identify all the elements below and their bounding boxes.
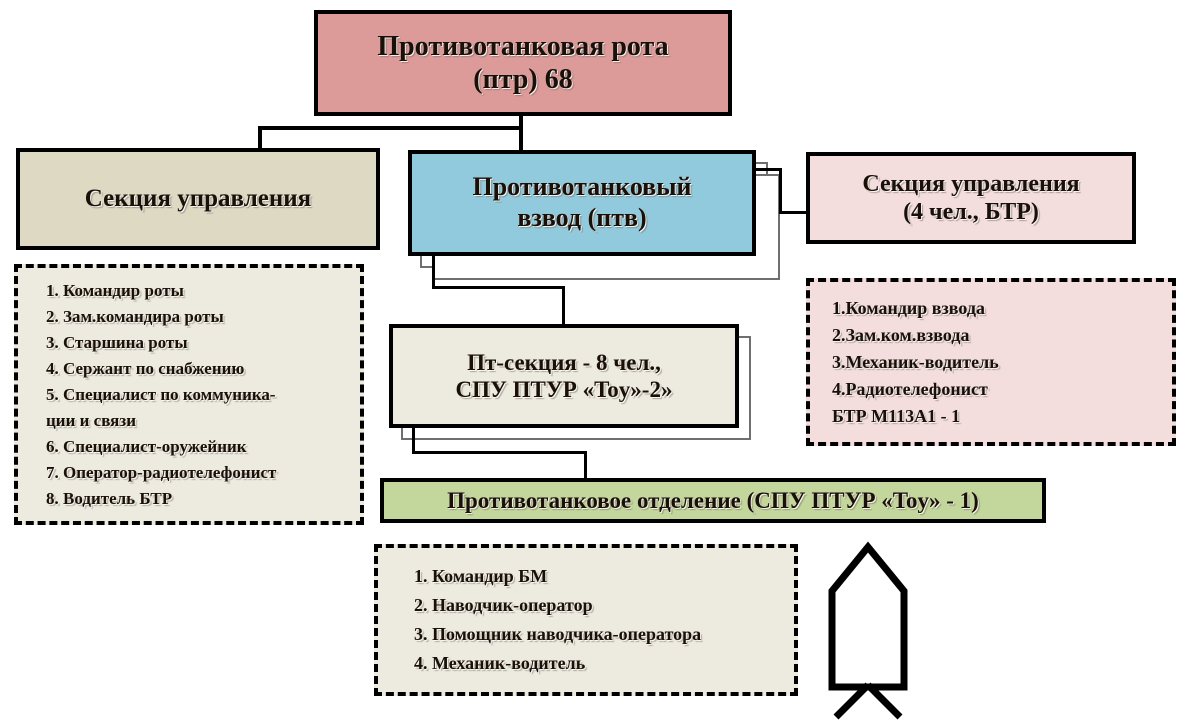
company-title-line2: (птр) 68: [473, 64, 573, 95]
connector-to-platoon: [519, 126, 523, 152]
connector-platoon-right-h2: [779, 211, 808, 214]
list-item: 1.Командир взвода: [832, 297, 985, 318]
list-item: 1. Командир роты: [46, 280, 184, 300]
connector-company-down: [519, 116, 523, 130]
connector-platoon-right-v: [779, 168, 782, 214]
atgm-launcher-symbol: [818, 535, 918, 720]
list-item: 7. Оператор-радиотелефонист: [46, 462, 277, 482]
control-section-right-line2: (4 чел., БТР): [903, 199, 1039, 225]
list-item: 1. Командир БМ: [414, 566, 548, 586]
at-section-line1: Пт-секция - 8 чел.,: [467, 349, 661, 375]
node-antitank-company[interactable]: Противотанковая рота (птр) 68: [314, 10, 732, 116]
list-item: 2.Зам.ком.взвода: [832, 324, 970, 345]
node-antitank-platoon[interactable]: Противотанковый взвод (птв): [408, 150, 756, 256]
node-control-section-right[interactable]: Секция управления (4 чел., БТР): [806, 152, 1136, 244]
node-antitank-section[interactable]: Пт-секция - 8 чел., СПУ ПТУР «Toy»-2»: [389, 324, 739, 428]
company-title-line1: Противотанковая рота: [377, 30, 669, 62]
list-item: ции и связи: [46, 410, 137, 430]
connector-section-down-h: [412, 451, 587, 454]
control-section-right-line1: Секция управления: [862, 170, 1080, 197]
connector-platoon-down-v1: [432, 256, 435, 288]
connector-platoon-down-h: [432, 286, 565, 289]
platoon-title-line1: Противотанковый: [472, 172, 692, 202]
list-item: 2. Наводчик-оператор: [414, 595, 593, 615]
list-item: 6. Специалист-оружейник: [46, 436, 247, 456]
node-control-section-left[interactable]: Секция управления: [16, 148, 380, 250]
connector-platoon-right-h1: [756, 168, 782, 171]
connector-at-section-down: [562, 286, 565, 326]
control-section-left-label: Секция управления: [84, 185, 312, 213]
connector-to-left-section: [258, 126, 262, 150]
list-squad-roster: 1. Командир БМ 2. Наводчик-оператор 3. П…: [374, 544, 798, 696]
list-platoon-roster: 1.Командир взвода 2.Зам.ком.взвода 3.Мех…: [806, 278, 1176, 446]
connector-squad-down: [584, 451, 587, 480]
list-item: 3.Механик-водитель: [832, 351, 999, 372]
platoon-title-line2: взвод (птв): [517, 203, 647, 232]
missile-body-shape: [828, 541, 908, 691]
connector-section-down-v1: [412, 428, 415, 454]
at-squad-label: Противотанковое отделение (СПУ ПТУР «Toy…: [447, 487, 979, 513]
node-antitank-squad[interactable]: Противотанковое отделение (СПУ ПТУР «Toy…: [380, 478, 1046, 523]
list-item: 4. Механик-водитель: [414, 653, 586, 673]
tripod-leg-left: [833, 682, 871, 720]
list-item: БТР М113А1 - 1: [832, 405, 961, 426]
list-item: 5. Специалист по коммуника-: [46, 384, 276, 404]
list-item: 2. Зам.командира роты: [46, 306, 224, 326]
tripod-leg-right: [865, 682, 903, 720]
at-section-line2: СПУ ПТУР «Toy»-2»: [455, 377, 673, 402]
connector-company-bus: [258, 126, 523, 130]
list-item: 3. Старшина роты: [46, 332, 188, 352]
list-item: 8. Водитель БТР: [46, 488, 173, 508]
list-item: 4. Сержант по снабжению: [46, 358, 245, 378]
atgm-launcher-icon: [828, 541, 908, 720]
list-item: 4.Радиотелефонист: [832, 378, 988, 399]
list-item: 3. Помощник наводчика-оператора: [414, 624, 702, 644]
list-company-roster: 1. Командир роты 2. Зам.командира роты 3…: [14, 264, 364, 525]
